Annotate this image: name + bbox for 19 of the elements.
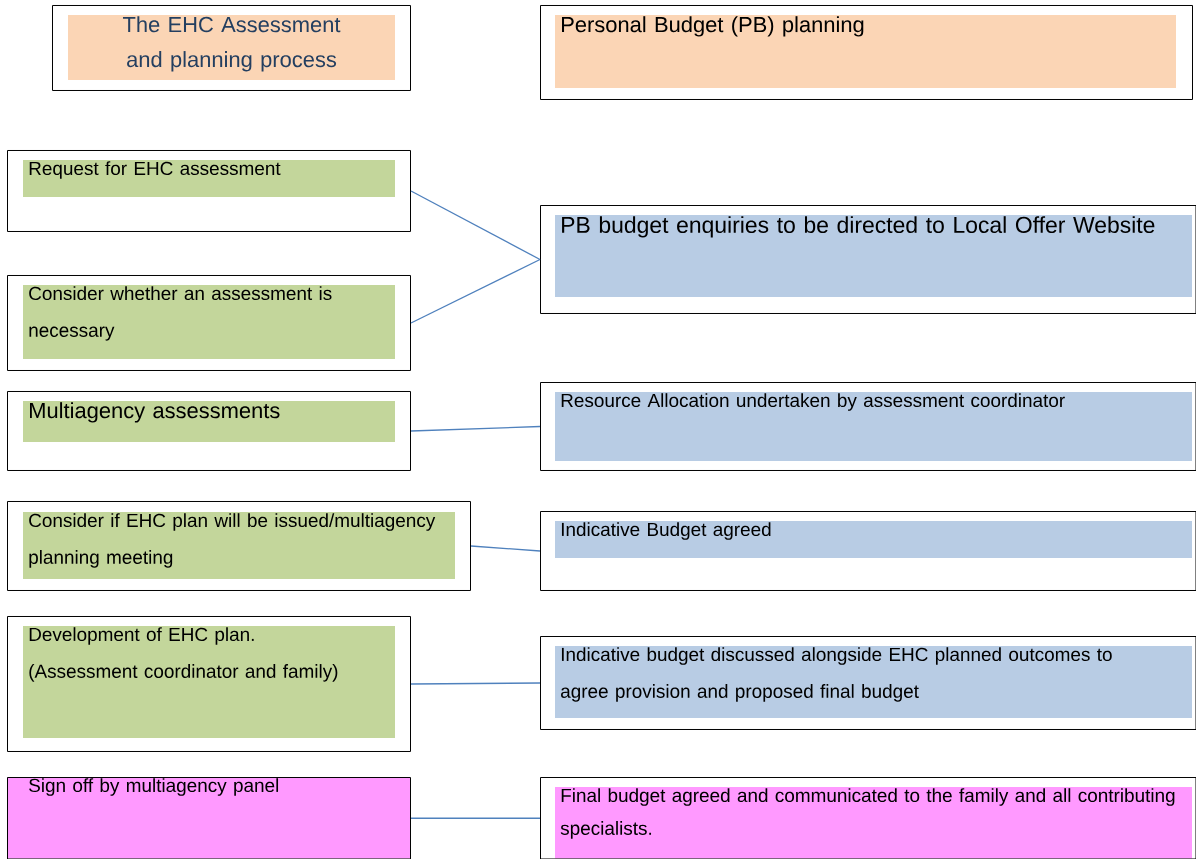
connector-line — [410, 258, 541, 324]
process-box: Consider whether an assessment is necessary — [7, 275, 411, 371]
process-box: Final budget agreed and communicated to the family and all contributing specialists. — [540, 777, 1196, 859]
process-box: Consider if EHC plan will be issued/multiagency planning meeting — [7, 501, 471, 591]
process-box: Development of EHC plan. (Assessment coordinator and family) — [7, 616, 411, 752]
connector-line — [410, 682, 541, 685]
heading-box: Personal Budget (PB) planning — [540, 5, 1193, 100]
process-box: Resource Allocation undertaken by assessment coordinator — [540, 382, 1196, 471]
heading-box: The EHC Assessment and planning process — [52, 5, 411, 91]
process-box: Multiagency assessments — [7, 391, 411, 471]
process-box: Sign off by multiagency panel — [7, 777, 411, 859]
connector-line — [410, 190, 541, 261]
process-box: Indicative budget discussed alongside EHC planned outcomes to agree provision and proposed final budget — [540, 636, 1196, 730]
process-box: PB budget enquiries to be directed to Local Offer Website — [540, 205, 1196, 314]
process-box: Indicative Budget agreed — [540, 511, 1196, 591]
connector-line — [410, 425, 541, 432]
connector-line — [410, 817, 541, 819]
process-box: Request for EHC assessment — [7, 150, 411, 232]
connector-line — [470, 545, 541, 552]
